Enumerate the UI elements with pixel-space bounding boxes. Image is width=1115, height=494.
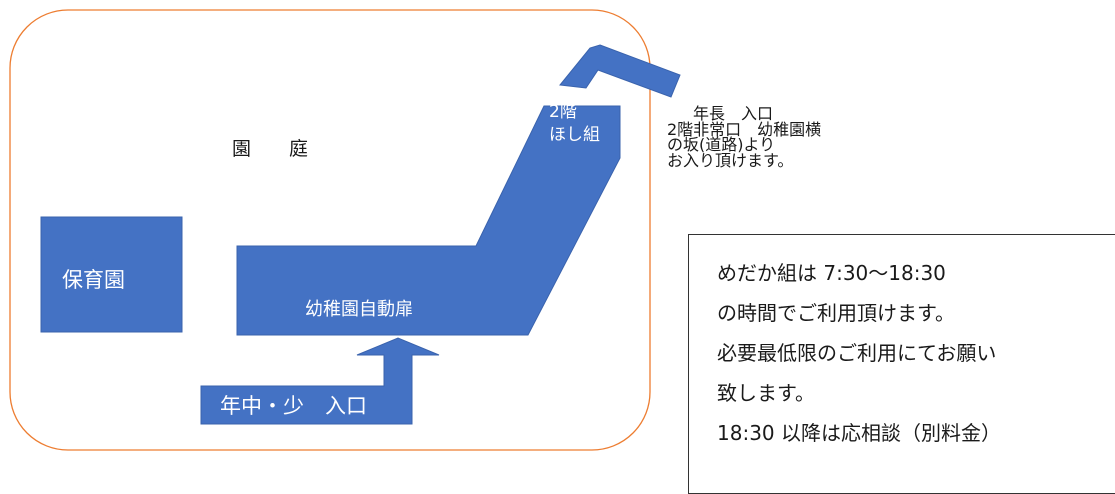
senior-entrance-line: 2階非常口 幼稚園横 — [667, 119, 822, 139]
senior-entrance-note: 年長 入口 2階非常口 幼稚園横 の坂(道路)より お入り頂けます。 — [667, 106, 821, 168]
info-line: 致します。 — [717, 381, 815, 405]
info-line: 必要最低限のご利用にてお願い — [717, 341, 997, 365]
kindergarten-building — [236, 105, 621, 336]
hoshi-class-label: 2階 ほし組 — [549, 101, 600, 147]
kindergarten-door-label: 幼稚園自動扉 — [305, 299, 413, 320]
middle-small-entrance-label: 年中・少 入口 — [220, 394, 367, 418]
medaka-info-lines: めだか組は 7:30～18:30 の時間でご利用頂けます。 必要最低限のご利用に… — [717, 253, 1001, 453]
info-line: 18:30 以降は応相談（別料金） — [717, 421, 1001, 445]
hoshi-class-text: ほし組 — [549, 125, 600, 145]
info-line: めだか組は 7:30～18:30 — [717, 261, 946, 285]
middle-small-entrance-arrow — [200, 337, 440, 425]
senior-entrance-line: の坂(道路)より — [667, 135, 776, 154]
senior-entrance-line: お入り頂けます。 — [667, 150, 794, 170]
medaka-info-box: めだか組は 7:30～18:30 の時間でご利用頂けます。 必要最低限のご利用に… — [688, 234, 1115, 494]
garden-label: 園 庭 — [232, 138, 309, 160]
info-line: の時間でご利用頂けます。 — [717, 301, 955, 325]
senior-entrance-arrow — [559, 44, 681, 98]
hoikuen-label: 保育園 — [62, 268, 125, 292]
site-map-diagram — [9, 9, 681, 451]
hoshi-floor-text: 2階 — [549, 102, 577, 122]
senior-entrance-line: 年長 入口 — [693, 104, 774, 123]
hoikuen-building — [40, 216, 183, 333]
premises-boundary — [9, 9, 651, 451]
